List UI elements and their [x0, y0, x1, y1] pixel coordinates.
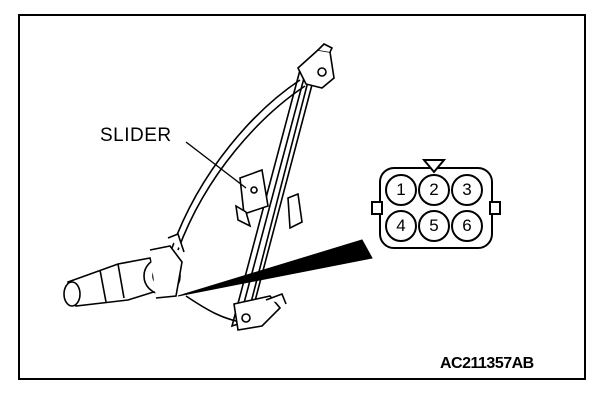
connector-leader-wedge: [177, 239, 373, 297]
slider-callout-label: SLIDER: [100, 125, 172, 146]
connector-pin-5: 5: [429, 216, 439, 235]
connector-pin-3: 3: [462, 180, 472, 199]
figure-code: AC211357AB: [440, 355, 534, 372]
connector-pin-1: 1: [396, 180, 406, 199]
regulator-motor: [63, 232, 185, 307]
bottom-bracket: [233, 292, 287, 331]
connector-pin-4: 4: [396, 216, 406, 235]
top-bracket: [297, 43, 335, 89]
slider-leader-line: [185, 141, 247, 189]
connector-face: [371, 159, 501, 249]
connector-pin-2: 2: [429, 180, 439, 199]
connector-pin-6: 6: [462, 216, 472, 235]
regulator-cable: [171, 79, 306, 323]
slider-carriage: [234, 168, 303, 230]
